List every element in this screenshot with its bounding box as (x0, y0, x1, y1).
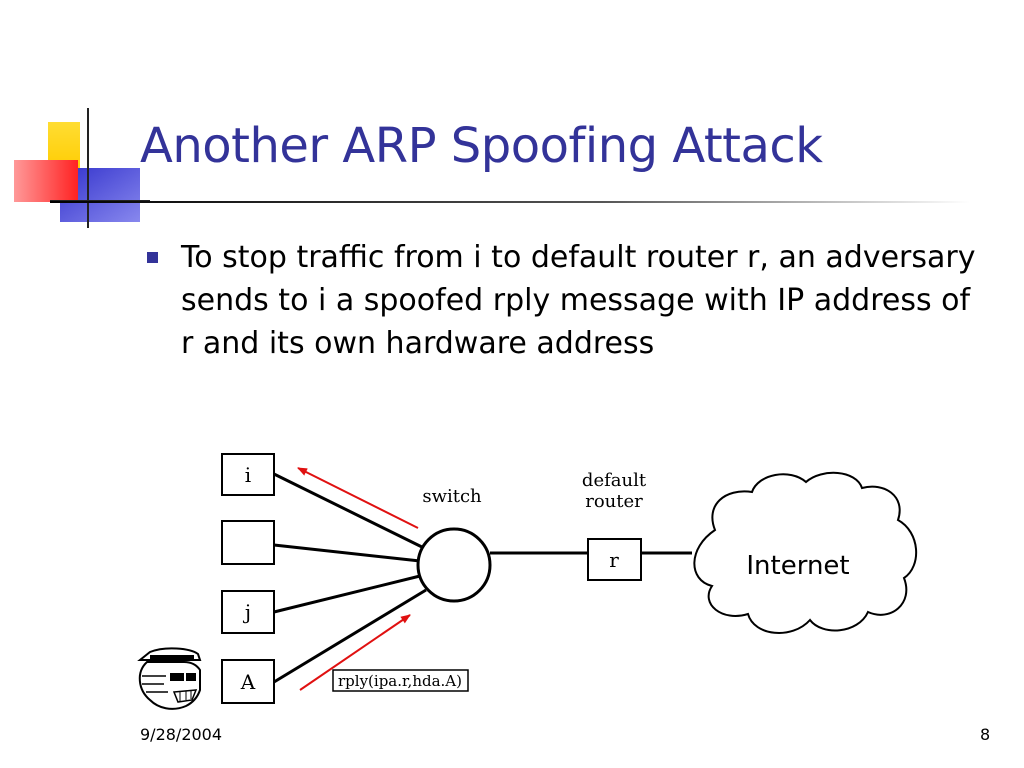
message-box: rply(ipa.r,hda.A) (332, 669, 469, 692)
footer-page-number: 8 (980, 725, 991, 744)
router-label: r (609, 548, 619, 572)
host-attacker-label: A (240, 670, 256, 694)
spoofed-reply-arrow-to-i (297, 467, 419, 529)
title-underline (50, 201, 970, 203)
host-blank (221, 520, 275, 565)
host-j: j (221, 590, 275, 634)
internet-cloud (693, 471, 918, 634)
host-i: i (221, 453, 275, 496)
router-caption-line2: router (585, 491, 643, 512)
bullet-marker (147, 252, 158, 263)
footer-date: 9/28/2004 (140, 725, 223, 744)
host-attacker: A (221, 659, 275, 704)
link-a-switch (273, 588, 427, 684)
router-caption-line1: default (582, 470, 647, 491)
spy-face-icon (137, 647, 202, 710)
link-j-switch (273, 574, 421, 614)
logo-red-square (14, 160, 78, 202)
host-j-label: j (243, 600, 251, 624)
slide-title: Another ARP Spoofing Attack (140, 118, 823, 174)
switch-node (416, 527, 492, 603)
switch-label: switch (422, 486, 482, 507)
host-i-label: i (245, 463, 251, 487)
bullet-text: To stop traffic from i to default router… (181, 240, 976, 361)
message-label: rply(ipa.r,hda.A) (338, 672, 462, 690)
internet-label: Internet (746, 551, 849, 581)
spoofed-reply-arrow-to-switch (299, 614, 411, 691)
link-i-switch (273, 472, 425, 550)
router-node: r (587, 538, 642, 581)
link-blank-switch (273, 543, 421, 563)
